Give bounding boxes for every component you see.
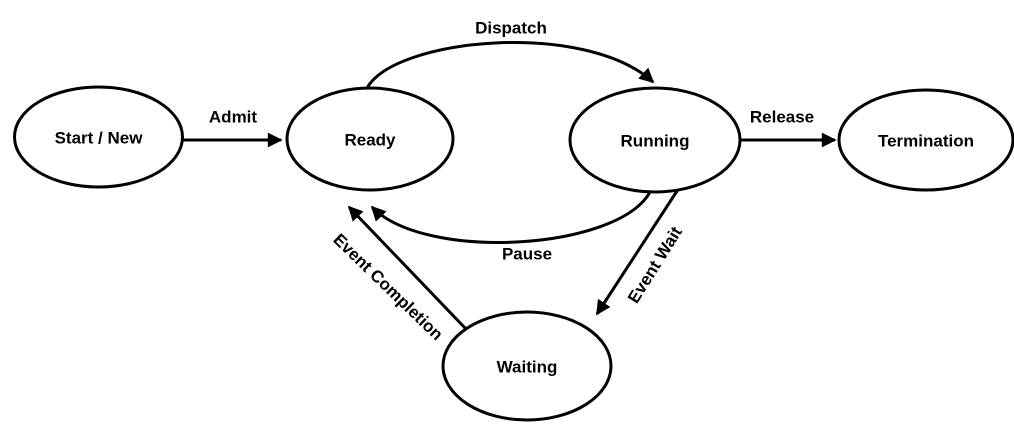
edge-pause-arrow	[370, 191, 652, 244]
state-start-new-ellipse	[13, 85, 184, 189]
state-waiting-label: Waiting	[497, 358, 558, 377]
edges-group: Admit Dispatch Release Pause Event Wait …	[183, 19, 837, 344]
state-ready-ellipse	[285, 86, 455, 192]
state-running-label: Running	[621, 132, 690, 151]
state-start-new-label: Start / New	[55, 129, 144, 148]
state-running-ellipse	[568, 86, 742, 194]
edge-dispatch-label: Dispatch	[475, 19, 547, 38]
state-termination-label: Termination	[878, 132, 974, 151]
edge-event-wait-label: Event Wait	[624, 223, 686, 307]
edge-dispatch-arrow	[365, 41, 655, 89]
edge-release-label: Release	[750, 108, 814, 127]
edge-admit-label: Admit	[209, 108, 258, 127]
edge-event-wait-arrow	[595, 190, 679, 316]
nodes-group: Start / New Ready Running Termination Wa…	[13, 85, 1014, 422]
state-waiting-ellipse	[441, 310, 613, 422]
edge-pause-label: Pause	[502, 245, 552, 264]
state-termination-ellipse	[837, 88, 1014, 192]
state-ready-label: Ready	[344, 131, 396, 150]
edge-event-completion-arrow	[347, 205, 468, 331]
